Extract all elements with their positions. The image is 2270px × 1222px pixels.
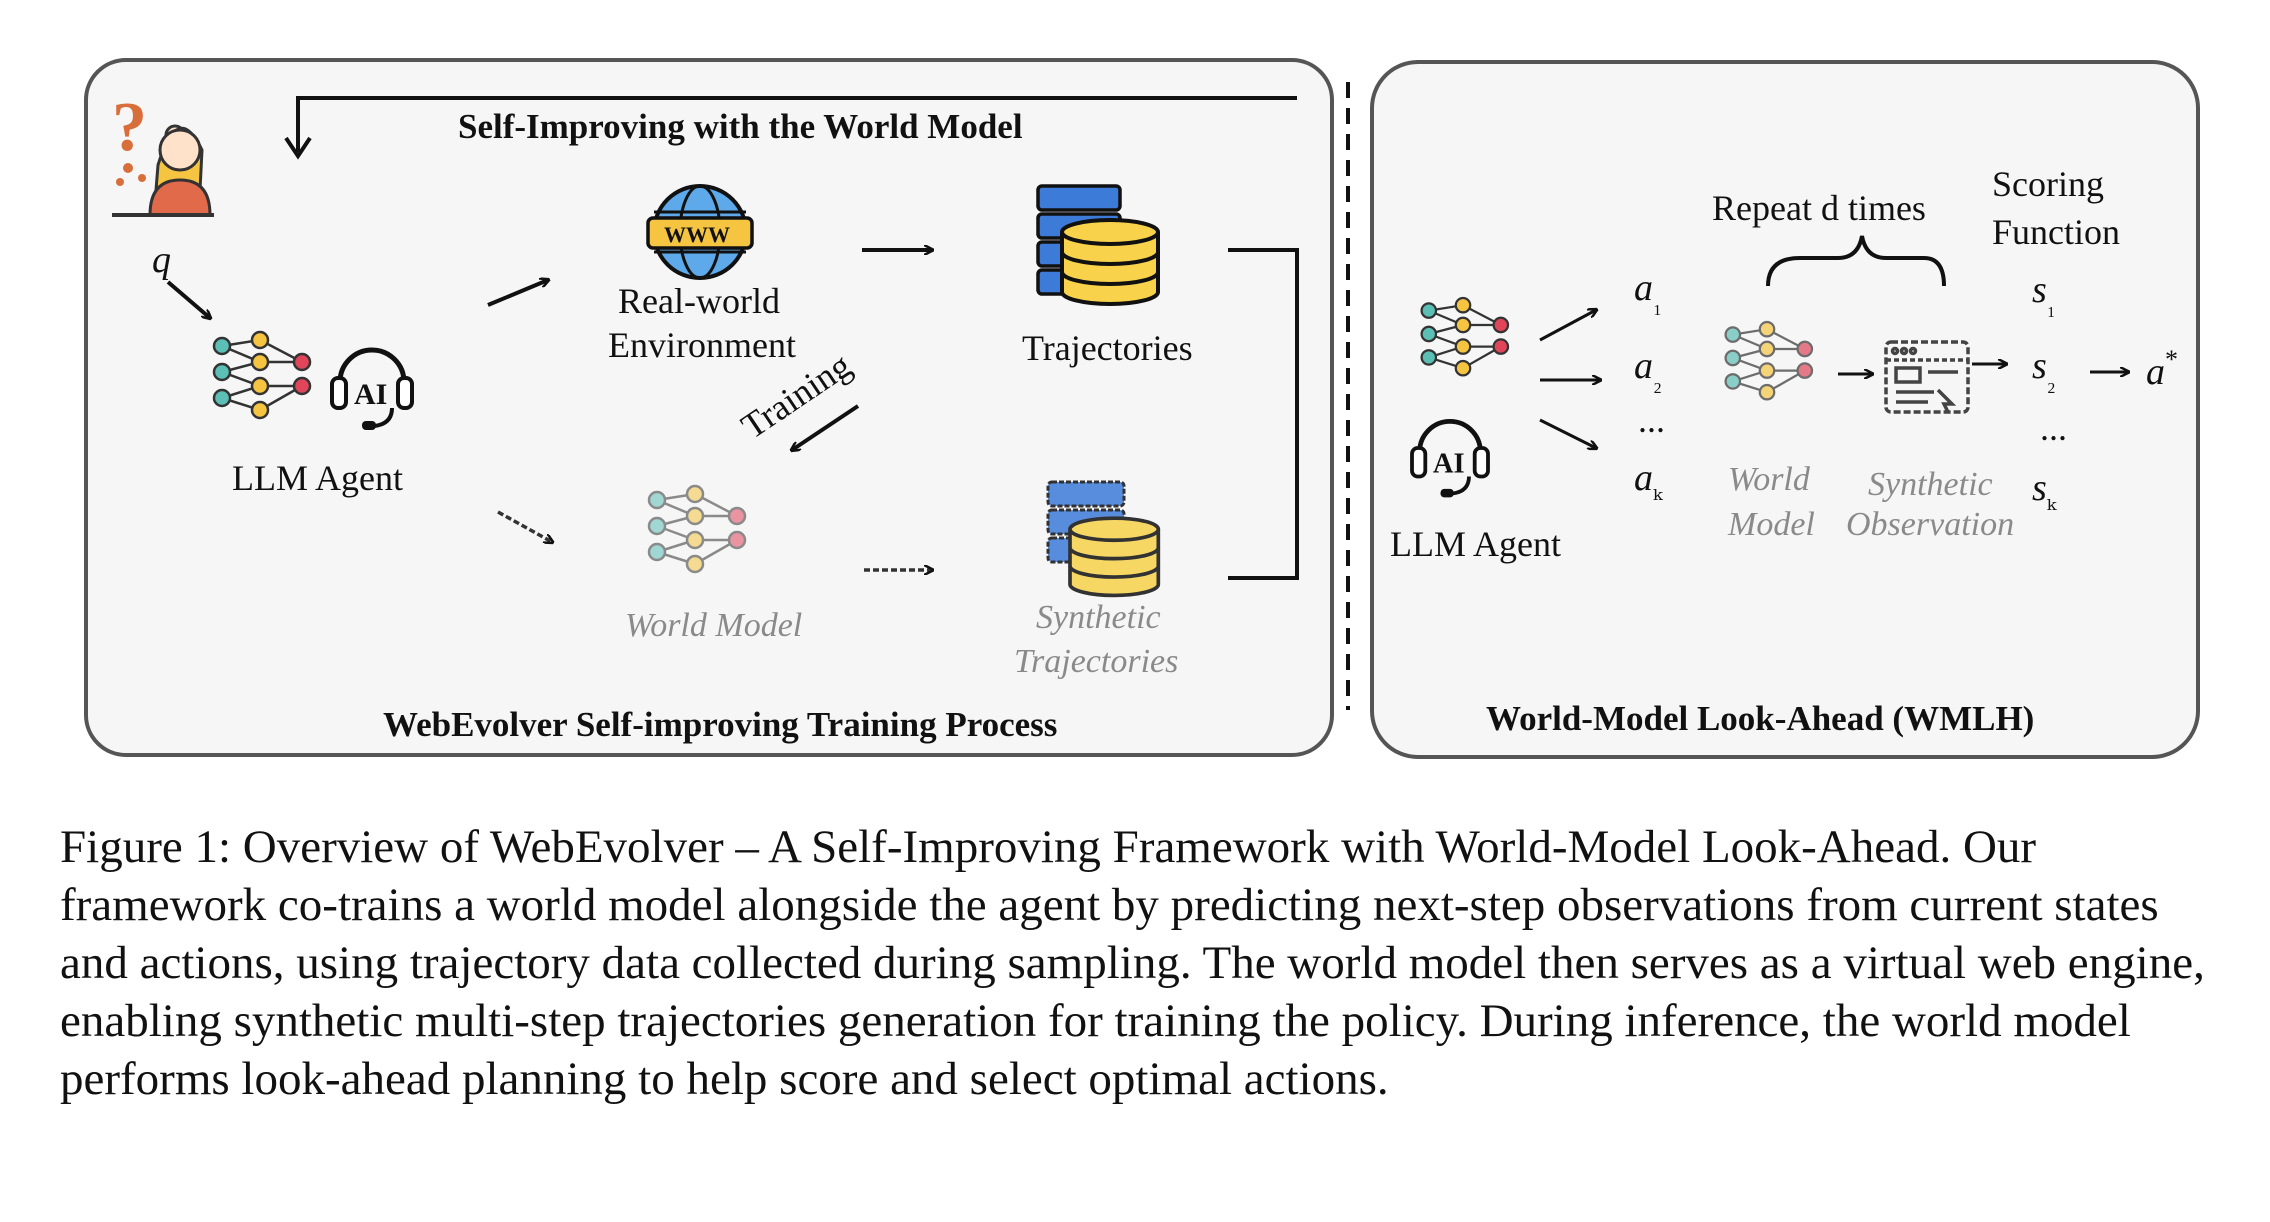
score-2: s₂ [2032,345,2056,394]
score-dots: ... [2040,408,2067,448]
branch-arrow-1 [1539,310,1596,342]
globe-icon: WWW [646,184,754,280]
svg-text:?: ? [112,89,147,166]
synthetic-obs-line2: Observation [1846,506,2014,543]
scoring-line1: Scoring [1992,164,2104,204]
synthetic-obs-line1: Synthetic [1868,466,1993,503]
world-model-label: World Model [625,607,802,644]
wmlh-world-model-line2: Model [1727,506,1815,543]
action-dots: ... [1638,400,1665,440]
env-label-line1: Real-world [618,281,780,321]
trajectories-database-icon [1036,184,1160,306]
figure-diagram: Self-Improving with the World Model ? q … [84,58,2200,759]
agent-to-worldmodel-arrow [497,510,552,542]
trajectories-label: Trajectories [1022,328,1193,368]
svg-text:AI: AI [354,378,387,411]
action-k: aₖ [1634,457,1664,506]
left-panel-title: WebEvolver Self-improving Training Proce… [383,705,1057,744]
loop-title: Self-Improving with the World Model [458,107,1023,146]
synthetic-traj-line2: Trajectories [1014,643,1178,680]
repeat-label: Repeat d times [1712,188,1926,228]
agent-to-env-arrow [487,280,548,307]
svg-text:AI: AI [1433,449,1465,480]
score-1: s₁ [2032,269,2056,318]
feedback-loop-arrow [284,96,1299,580]
browser-window-icon [1884,340,1970,414]
repeat-brace [1766,235,1946,287]
scoring-line2: Function [1992,212,2120,252]
figure-caption: Figure 1: Overview of WebEvolver – A Sel… [60,821,2205,1105]
wmlh-agent-headset-icon: AI [1412,421,1488,497]
action-1: a₁ [1634,267,1662,316]
action-2: a₂ [1634,345,1662,394]
env-label-line2: Environment [608,325,796,365]
query-label: q [152,239,171,281]
agent-headset-icon: AI [332,350,412,430]
query-arrow [166,280,210,318]
synthetic-traj-line1: Synthetic [1036,599,1161,636]
svg-text:WWW: WWW [664,222,730,247]
right-panel: Repeat d times Scoring Function AI LLM A… [1370,60,2200,759]
score-k: sₖ [2032,467,2058,516]
training-arrow [792,404,860,450]
right-panel-title: World-Model Look-Ahead (WMLH) [1486,699,2034,738]
synthetic-trajectories-icon [1046,480,1161,598]
wmlh-world-model-line1: World [1728,461,1811,498]
agent-label: LLM Agent [232,458,403,498]
best-action: a* [2146,345,2178,393]
user-icon: ? [112,89,214,217]
wmlh-agent-label: LLM Agent [1390,524,1561,564]
left-panel: Self-Improving with the World Model ? q … [84,58,1334,757]
branch-arrow-3 [1539,418,1596,448]
